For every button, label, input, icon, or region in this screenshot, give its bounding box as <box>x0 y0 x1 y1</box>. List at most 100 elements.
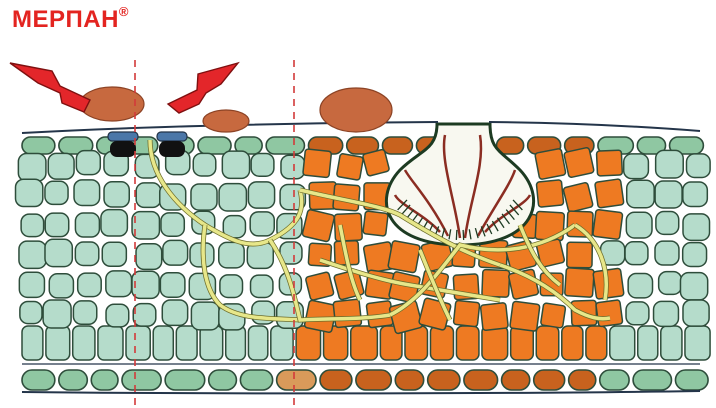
palisade-cell <box>430 326 453 360</box>
palisade-cell <box>638 326 658 360</box>
palisade-cell <box>22 326 43 360</box>
palisade-cell <box>586 326 607 360</box>
mesophyll-cell <box>191 302 219 330</box>
mesophyll-cell <box>45 181 68 204</box>
epidermis-cell <box>59 370 87 390</box>
epidermis-cell <box>22 137 55 154</box>
mesophyll-cell <box>106 304 129 327</box>
mesophyll-cell <box>655 181 682 208</box>
mesophyll-cell <box>19 272 44 297</box>
mesophyll-cell <box>626 212 652 238</box>
mesophyll-cell <box>482 269 510 297</box>
mesophyll-cell <box>333 299 362 328</box>
mesophyll-cell <box>106 271 132 297</box>
palisade-cell <box>73 326 95 360</box>
lightning-bolt-icon <box>168 63 238 113</box>
mesophyll-cell <box>222 151 249 178</box>
mesophyll-cell <box>49 274 73 298</box>
mesophyll-cell <box>303 149 332 178</box>
pycnidium-hair <box>463 230 464 240</box>
mesophyll-cell <box>595 179 624 208</box>
mesophyll-cell <box>626 302 649 325</box>
guard-cell <box>110 141 136 157</box>
mesophyll-cell <box>596 150 622 176</box>
mesophyll-cell <box>565 268 595 298</box>
mesophyll-cell <box>43 300 71 328</box>
epidermis-cell <box>534 370 565 390</box>
epidermis-cell <box>320 370 352 390</box>
epidermis-cell <box>569 370 596 390</box>
epidermis-cell <box>198 137 231 154</box>
mesophyll-cell <box>219 242 244 267</box>
mesophyll-cell <box>104 182 129 207</box>
mesophyll-cell <box>480 303 508 331</box>
mesophyll-cell <box>596 300 623 327</box>
mesophyll-cell <box>655 241 679 265</box>
mesophyll-cell <box>540 303 565 328</box>
epidermis-cell <box>122 370 161 390</box>
epidermis-cell <box>395 370 423 390</box>
spore <box>320 88 392 132</box>
palisade-cell <box>661 326 682 360</box>
mesophyll-cell <box>78 273 102 297</box>
epidermis-cell <box>675 370 708 390</box>
mesophyll-cell <box>305 272 334 301</box>
mesophyll-cell <box>18 154 46 182</box>
mesophyll-cell <box>362 149 389 176</box>
mesophyll-cell <box>302 209 335 242</box>
spore <box>203 110 249 132</box>
guard-cell <box>159 141 185 157</box>
lower-epidermis <box>22 370 708 390</box>
epidermis-cell <box>428 370 460 390</box>
palisade-cell <box>200 326 223 360</box>
mesophyll-cell <box>363 211 388 236</box>
mesophyll-cell <box>21 214 44 237</box>
pycnidium-hair <box>456 230 457 240</box>
epidermis-cell <box>266 137 304 154</box>
epidermis-cell <box>633 370 671 390</box>
mesophyll-cell <box>251 153 274 176</box>
palisade-cell <box>610 326 635 360</box>
mesophyll-cells <box>16 147 711 334</box>
palisade-cell <box>536 326 559 360</box>
mesophyll-cell <box>567 242 593 268</box>
epidermis-cell <box>91 370 118 390</box>
epidermis-cell <box>165 370 205 390</box>
mesophyll-cell <box>220 275 243 298</box>
palisade-layer <box>22 326 710 360</box>
mesophyll-cell <box>654 301 679 326</box>
mesophyll-cell <box>75 213 99 237</box>
mesophyll-cell <box>250 212 274 236</box>
palisade-cell <box>126 326 150 360</box>
palisade-cell <box>482 326 508 360</box>
mesophyll-cell <box>336 153 363 180</box>
mesophyll-cell <box>628 273 652 297</box>
mesophyll-cell <box>510 301 540 331</box>
mesophyll-cell <box>133 304 156 327</box>
mesophyll-cell <box>101 210 127 236</box>
mesophyll-cell <box>76 151 100 175</box>
epidermis-cell <box>382 137 412 154</box>
epidermis-cell <box>502 370 530 390</box>
palisade-cell <box>176 326 197 360</box>
mesophyll-cell <box>45 239 72 266</box>
mesophyll-cell <box>251 275 273 297</box>
mesophyll-cell <box>73 301 96 324</box>
palisade-cell <box>456 326 479 360</box>
mesophyll-cell <box>132 212 159 239</box>
lightning-bolt-icon <box>10 63 90 112</box>
mesophyll-cell <box>680 273 707 300</box>
palisade-cell <box>226 326 246 360</box>
mesophyll-cell <box>74 180 100 206</box>
mesophyll-cell <box>536 180 564 208</box>
mesophyll-cell <box>162 300 187 325</box>
mesophyll-cell <box>683 243 707 267</box>
mesophyll-cell <box>627 180 654 207</box>
palisade-cell <box>98 326 123 360</box>
epidermis-cell <box>464 370 498 390</box>
mesophyll-cell <box>102 242 126 266</box>
mesophyll-cell <box>304 300 337 333</box>
mesophyll-cell <box>136 183 161 208</box>
mesophyll-cell <box>219 184 246 211</box>
